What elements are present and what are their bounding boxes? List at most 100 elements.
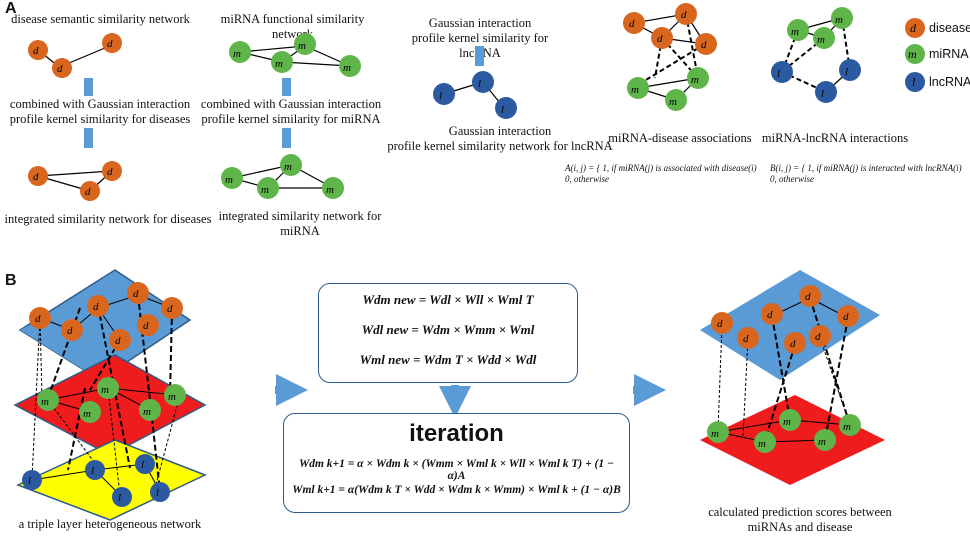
update-eq-2: Wdl new = Wdm × Wmm × Wml (361, 322, 535, 337)
result-layer-top (700, 270, 880, 380)
svg-text:l: l (156, 487, 159, 499)
update-box: Wdm new = Wdl × Wll × Wml T Wdl new = Wd… (318, 283, 578, 383)
svg-text:m: m (758, 438, 766, 450)
svg-text:l: l (821, 88, 824, 100)
disease-network-title: disease semantic similarity network (11, 12, 190, 26)
legend-glyph: m (908, 47, 917, 61)
svg-text:l: l (478, 78, 481, 90)
svg-text:d: d (133, 288, 139, 300)
svg-text:l: l (28, 475, 31, 487)
svg-text:l: l (118, 492, 121, 504)
integrated-disease-caption: integrated similarity network for diseas… (4, 212, 212, 226)
svg-text:m: m (711, 428, 719, 440)
svg-text:d: d (33, 171, 39, 183)
legend-glyph: d (910, 21, 917, 35)
svg-text:m: m (41, 396, 49, 408)
mirna-legend-marker (905, 44, 925, 64)
svg-text:d: d (767, 309, 773, 321)
svg-text:m: m (791, 26, 799, 38)
svg-text:d: d (115, 335, 121, 347)
svg-text:m: m (83, 408, 91, 420)
svg-text:d: d (657, 33, 663, 45)
connector-bar (84, 128, 93, 148)
formula-a: A(i, j) = { 1, if miRNA(j) is associated… (565, 163, 757, 184)
svg-text:l: l (501, 104, 504, 116)
mirna-disease-assoc-caption: miRNA-disease associations (608, 131, 752, 145)
svg-text:d: d (107, 166, 113, 178)
formula-b: B(i, j) = { 1, if miRNA(j) is interacted… (770, 163, 962, 184)
svg-text:l: l (91, 465, 94, 477)
panel-a-label: A (5, 0, 17, 17)
svg-text:m: m (298, 40, 306, 52)
connector-bar (282, 78, 291, 96)
svg-text:l: l (439, 90, 442, 102)
svg-text:l: l (777, 68, 780, 80)
svg-text:m: m (326, 184, 334, 196)
result-network: d d d d d d d m m m m m (700, 270, 885, 485)
svg-text:m: m (225, 174, 233, 186)
svg-text:m: m (669, 96, 677, 108)
svg-text:d: d (33, 45, 39, 57)
svg-text:d: d (93, 301, 99, 313)
layer-top (20, 280, 185, 380)
integrated-mirna-network: m m m m (221, 154, 344, 199)
svg-text:m: m (261, 184, 269, 196)
update-eq-3: Wml new = Wdm T × Wdd × Wdl (359, 352, 537, 367)
connector-bar (84, 78, 93, 96)
svg-text:d: d (790, 338, 796, 350)
disease-legend-marker (905, 18, 925, 38)
svg-text:m: m (817, 34, 825, 46)
mirna-lncrna-inter-network: m m m l l l (771, 7, 861, 103)
svg-text:d: d (35, 313, 41, 325)
lncrna-legend-label: lncRNA (929, 75, 970, 89)
integrated-mirna-caption: integrated similarity network for miRNA (218, 209, 382, 238)
iteration-eq-2: Wml k+1 = α(Wdm k T × Wdd × Wdm k × Wmm)… (292, 484, 621, 496)
svg-text:m: m (143, 406, 151, 418)
svg-text:d: d (143, 320, 149, 332)
combined-disease-text: combined with Gaussian interaction profi… (9, 97, 191, 126)
svg-text:d: d (107, 38, 113, 50)
disease-legend-label: disease (929, 21, 970, 35)
mirna-lncrna-inter-caption: miRNA-lncRNA interactions (761, 131, 909, 145)
panel-b-label: B (5, 272, 17, 289)
svg-text:d: d (701, 39, 707, 51)
lncrna-network-caption: Gaussian interaction profile kernel simi… (387, 124, 613, 153)
svg-text:m: m (843, 421, 851, 433)
svg-text:m: m (818, 436, 826, 448)
svg-text:l: l (845, 66, 848, 78)
result-layer-bottom (700, 395, 885, 485)
svg-text:d: d (717, 318, 723, 330)
svg-text:d: d (57, 63, 63, 75)
svg-text:d: d (85, 186, 91, 198)
svg-text:d: d (743, 333, 749, 345)
disease-semantic-network: d d d (28, 33, 122, 78)
layer-bottom (16, 439, 207, 521)
svg-text:m: m (233, 48, 241, 60)
svg-text:d: d (815, 331, 821, 343)
combined-mirna-text: combined with Gaussian interaction profi… (200, 97, 382, 126)
svg-text:m: m (631, 84, 639, 96)
update-eq-1: Wdm new = Wdl × Wll × Wml T (362, 292, 534, 307)
iteration-title: iteration (409, 420, 504, 447)
connector-bar (475, 46, 484, 66)
svg-text:m: m (783, 416, 791, 428)
mirna-disease-assoc-network: d d d d m m m (623, 3, 717, 111)
legend-glyph: l (912, 75, 916, 89)
svg-text:m: m (101, 384, 109, 396)
svg-text:d: d (805, 291, 811, 303)
lncrna-kernel-title: Gaussian interaction profile kernel simi… (411, 16, 549, 60)
connector-bar (282, 128, 291, 148)
svg-text:l: l (141, 459, 144, 471)
triple-layer-caption: a triple layer heterogeneous network (18, 517, 202, 531)
mirna-functional-network: m m m m (229, 33, 361, 77)
svg-text:m: m (691, 74, 699, 86)
triple-layer-network: d d d d d d d m m m m m l l l l l (13, 269, 207, 521)
svg-text:d: d (681, 9, 687, 21)
mirna-legend-label: miRNA (929, 47, 969, 61)
lncrna-legend-marker (905, 72, 925, 92)
result-caption: calculated prediction scores between miR… (708, 505, 892, 534)
svg-text:m: m (835, 14, 843, 26)
lncrna-kernel-network: l l l (433, 71, 517, 119)
iteration-box: iteration Wdm k+1 = α × Wdm k × (Wmm × W… (283, 413, 630, 513)
